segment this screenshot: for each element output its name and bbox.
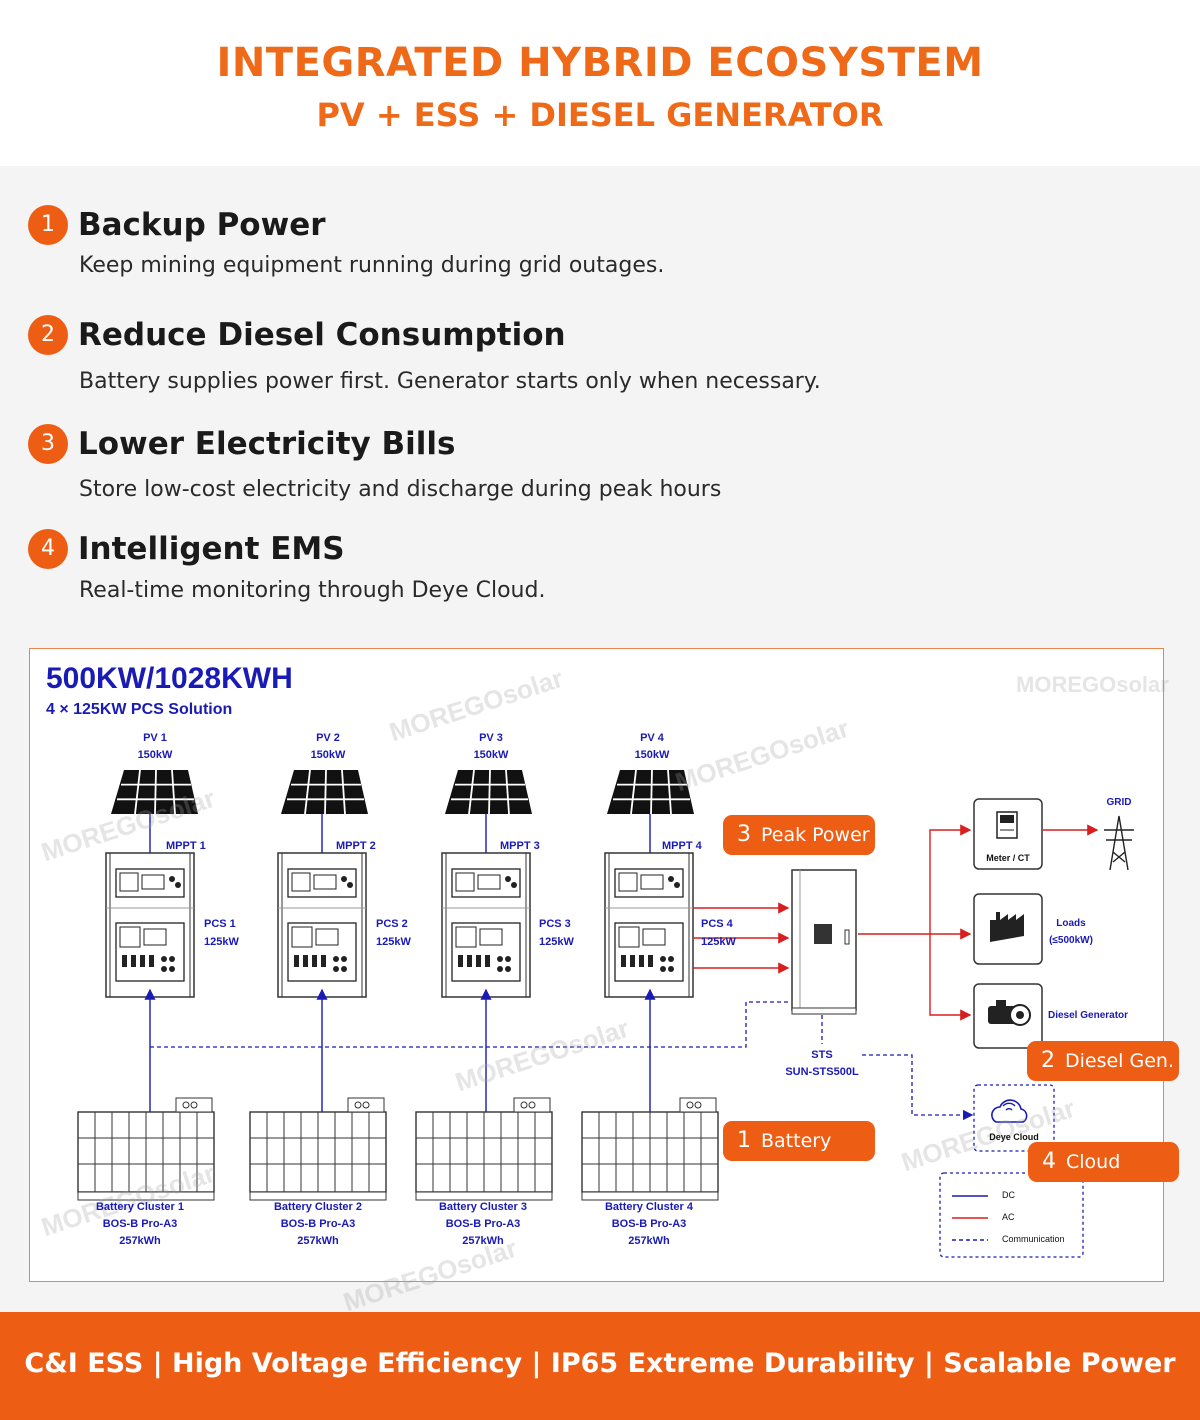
battery-cluster-icon	[581, 1097, 719, 1201]
loads-label: Loads	[1056, 918, 1086, 929]
cloud-label: Deye Cloud	[989, 1132, 1039, 1142]
feature-number: 1	[28, 205, 68, 245]
feature-title: Intelligent EMS	[78, 531, 345, 567]
battery-cluster-energy: 257kWh	[462, 1235, 504, 1247]
battery-cluster-name: Battery Cluster 3	[438, 1201, 528, 1213]
mppt-label: MPPT 2	[336, 840, 376, 852]
pcs-label: PCS 2	[376, 918, 408, 930]
battery-cluster-model: BOS-B Pro-A3	[445, 1218, 521, 1230]
sts-cabinet-icon	[791, 869, 857, 1015]
battery-cluster-name: Battery Cluster 1	[95, 1201, 185, 1213]
pv-name: PV 1	[143, 732, 167, 744]
solar-panel-icon	[280, 769, 369, 815]
grid-tower-icon	[1104, 815, 1134, 871]
pv-power: 150kW	[473, 749, 509, 761]
legend-communication: Communication	[1002, 1234, 1065, 1244]
footer-banner: C&I ESS | High Voltage Efficiency | IP65…	[0, 1312, 1200, 1420]
diagram-title: 500KW/1028KWH	[46, 662, 293, 695]
header: INTEGRATED HYBRID ECOSYSTEM PV + ESS + D…	[0, 0, 1200, 166]
pcs-rack-icon	[604, 852, 694, 998]
feature-reduce-diesel: 2 Reduce Diesel Consumption Battery supp…	[28, 315, 1128, 395]
badge-diesel-gen: 2 Diesel Gen.	[1027, 1041, 1179, 1081]
badge-peak-power: 3 Peak Power	[723, 815, 875, 855]
badge-label: Diesel Gen.	[1065, 1050, 1174, 1072]
mppt-label: MPPT 1	[166, 840, 206, 852]
feature-description: Keep mining equipment running during gri…	[79, 253, 665, 278]
legend	[939, 1172, 1084, 1258]
pv-name: PV 2	[316, 732, 340, 744]
battery-cluster-name: Battery Cluster 2	[273, 1201, 363, 1213]
feature-number: 2	[28, 315, 68, 355]
battery-cluster-energy: 257kWh	[119, 1235, 161, 1247]
feature-intelligent-ems: 4 Intelligent EMS Real-time monitoring t…	[28, 529, 1128, 609]
pv-power: 150kW	[310, 749, 346, 761]
mppt-label: MPPT 3	[500, 840, 540, 852]
pcs-rack-icon	[441, 852, 531, 998]
pcs-power: 125kW	[539, 936, 574, 948]
feature-description: Battery supplies power first. Generator …	[79, 369, 821, 394]
pcs-label: PCS 3	[539, 918, 571, 930]
pv-power: 150kW	[137, 749, 173, 761]
battery-cluster-icon	[249, 1097, 387, 1201]
meter-label: Meter / CT	[986, 853, 1030, 863]
pcs-rack-icon	[277, 852, 367, 998]
diagram-subtitle: 4 × 125KW PCS Solution	[46, 701, 233, 718]
feature-number: 3	[28, 424, 68, 464]
grid-label: GRID	[1106, 797, 1132, 808]
feature-title: Lower Electricity Bills	[78, 426, 456, 462]
feature-title: Backup Power	[78, 207, 326, 243]
footer-tagline: C&I ESS | High Voltage Efficiency | IP65…	[24, 1348, 1176, 1379]
legend-ac: AC	[1002, 1212, 1015, 1222]
badge-number: 2	[1041, 1048, 1055, 1073]
pv-name: PV 4	[640, 732, 664, 744]
badge-label: Battery	[761, 1130, 832, 1152]
feature-description: Store low-cost electricity and discharge…	[79, 477, 722, 502]
pcs-power: 125kW	[376, 936, 411, 948]
badge-number: 3	[737, 822, 751, 847]
loads-power: (≤500kW)	[1049, 935, 1093, 946]
meter-icon	[973, 798, 1043, 870]
mppt-label: MPPT 4	[662, 840, 702, 852]
badge-label: Cloud	[1066, 1151, 1121, 1173]
generator-label: Diesel Generator	[1048, 1010, 1129, 1021]
feature-lower-bills: 3 Lower Electricity Bills Store low-cost…	[28, 424, 1128, 504]
battery-cluster-model: BOS-B Pro-A3	[102, 1218, 178, 1230]
pcs-power: 125kW	[701, 936, 736, 948]
page-title: INTEGRATED HYBRID ECOSYSTEM	[216, 40, 984, 86]
pv-name: PV 3	[479, 732, 503, 744]
feature-number: 4	[28, 529, 68, 569]
battery-cluster-energy: 257kWh	[297, 1235, 339, 1247]
factory-icon	[973, 893, 1043, 965]
battery-cluster-name: Battery Cluster 4	[604, 1201, 694, 1213]
battery-cluster-energy: 257kWh	[628, 1235, 670, 1247]
battery-cluster-model: BOS-B Pro-A3	[611, 1218, 687, 1230]
pcs-power: 125kW	[204, 936, 239, 948]
badge-number: 4	[1042, 1149, 1056, 1174]
feature-backup-power: 1 Backup Power Keep mining equipment run…	[28, 205, 1128, 285]
sts-model: SUN-STS500L	[785, 1066, 859, 1078]
badge-label: Peak Power	[761, 824, 870, 846]
solar-panel-icon	[444, 769, 533, 815]
battery-cluster-icon	[415, 1097, 553, 1201]
legend-dc: DC	[1002, 1190, 1015, 1200]
badge-cloud: 4 Cloud	[1028, 1142, 1179, 1182]
pv-power: 150kW	[634, 749, 670, 761]
generator-icon	[973, 983, 1043, 1049]
feature-title: Reduce Diesel Consumption	[78, 317, 566, 353]
cloud-icon	[973, 1084, 1055, 1152]
badge-battery: 1 Battery	[723, 1121, 875, 1161]
battery-cluster-model: BOS-B Pro-A3	[280, 1218, 356, 1230]
pcs-label: PCS 4	[701, 918, 733, 930]
sts-label: STS	[811, 1049, 833, 1061]
page-subtitle: PV + ESS + DIESEL GENERATOR	[316, 96, 884, 134]
watermark: MOREGOsolar	[1016, 672, 1169, 697]
pcs-rack-icon	[105, 852, 195, 998]
pcs-label: PCS 1	[204, 918, 236, 930]
feature-description: Real-time monitoring through Deye Cloud.	[79, 578, 546, 603]
badge-number: 1	[737, 1128, 751, 1153]
